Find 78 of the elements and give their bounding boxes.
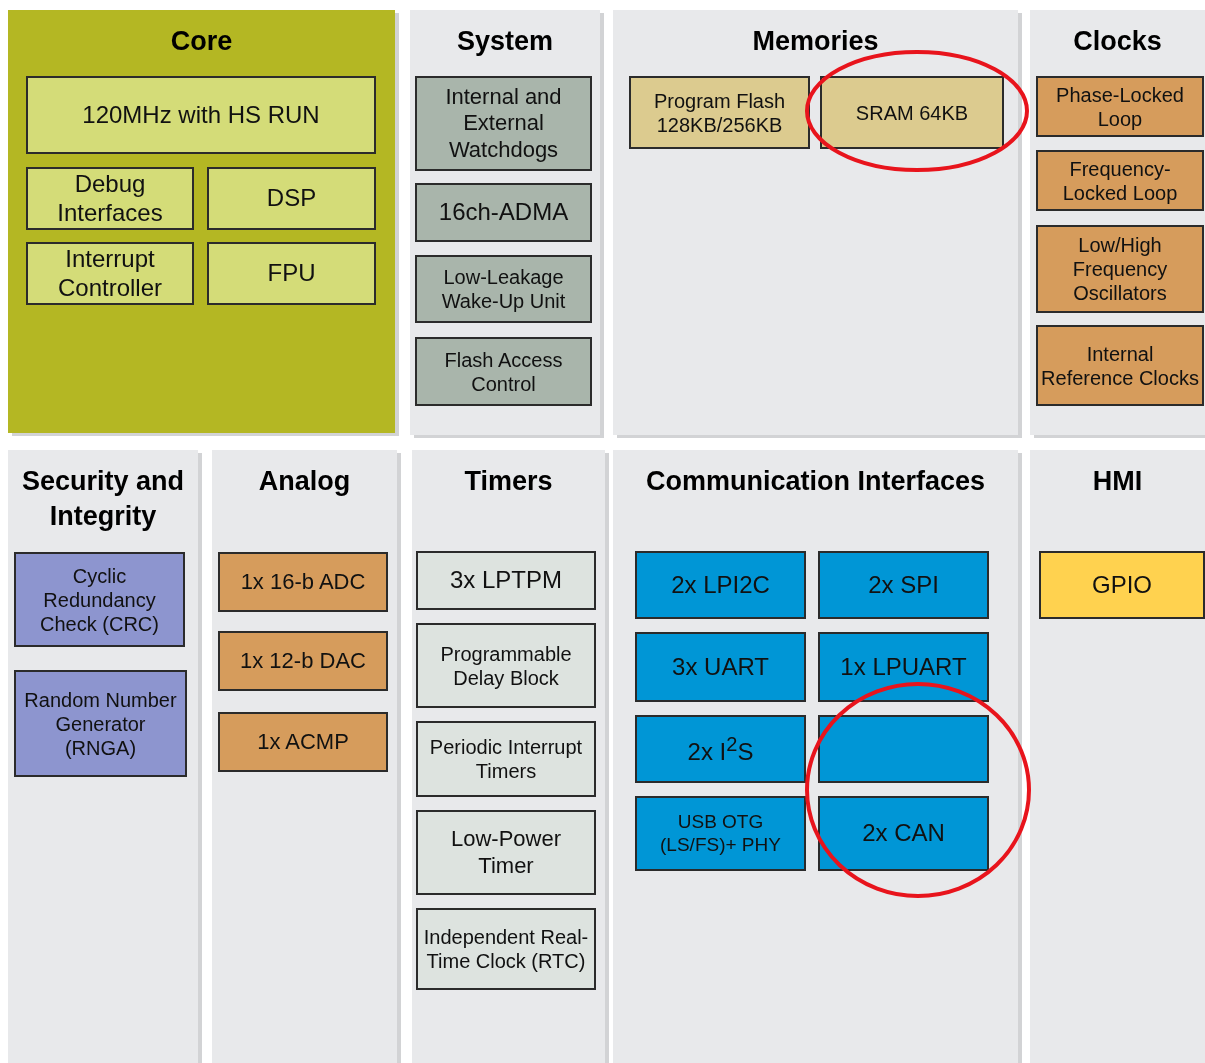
block-label: Low-Leakage Wake-Up Unit: [440, 265, 567, 313]
module-block: [26, 76, 376, 154]
module-block: [1036, 325, 1204, 406]
panel-title: Analog: [257, 465, 352, 498]
module-block: [1036, 150, 1204, 211]
module-block: [635, 796, 806, 871]
block-label: 2x LPI2C: [671, 570, 770, 600]
block-label: 2x CAN: [862, 819, 945, 848]
module-block: [207, 242, 376, 305]
module-block: [415, 255, 592, 323]
block-label: DSP: [266, 184, 317, 213]
module-block: [1036, 225, 1204, 313]
block-label: 3x UART: [672, 652, 769, 682]
block-label: 120MHz with HS RUN: [82, 100, 320, 130]
block-label: 1x LPUART: [840, 652, 967, 682]
block-label: Low-Power Timer: [449, 826, 562, 879]
block-label: Periodic Interrupt Timers: [428, 735, 584, 783]
module-block: [818, 632, 989, 702]
module-block: [218, 712, 388, 772]
block-label: Cyclic Redundancy Check (CRC): [39, 563, 160, 636]
module-block: [416, 908, 596, 990]
panel-title: Security and Integrity: [20, 465, 186, 534]
panel-title: Memories: [751, 25, 880, 58]
block-label: Interrupt Controller: [56, 244, 163, 303]
module-block: [818, 551, 989, 619]
module-block: [1036, 76, 1204, 137]
panel-title: Communication Interfaces: [644, 465, 987, 498]
module-block: [26, 167, 194, 230]
block-label: Debug Interfaces: [56, 169, 164, 228]
block-label: 1x ACMP: [257, 728, 349, 756]
group-panel: [1030, 450, 1205, 1063]
module-block: [1039, 551, 1205, 619]
block-label: 1x 12-b DAC: [240, 647, 366, 675]
block-label: 1x 16-b ADC: [240, 568, 366, 596]
block-label: 2x I$^{2}$S: [687, 731, 754, 767]
block-label: Independent Real-Time Clock (RTC): [422, 925, 590, 973]
module-block: [415, 183, 592, 242]
block-label: SRAM 64KB: [855, 100, 969, 125]
panel-title: Core: [169, 25, 234, 58]
module-block: [635, 715, 806, 783]
module-block: [416, 721, 596, 797]
panel-title: HMI: [1091, 465, 1144, 498]
block-label: Flash Access Control: [443, 347, 564, 396]
block-label: Low/High Frequency Oscillators: [1071, 233, 1169, 305]
module-block: [207, 167, 376, 230]
panel-title: Clocks: [1072, 25, 1163, 58]
block-label: 16ch-ADMA: [438, 198, 569, 227]
block-label: Random Number Generator (RNGA): [23, 687, 178, 760]
block-label: 2x SPI: [868, 570, 939, 600]
module-block: [14, 670, 187, 777]
block-label: GPIO: [1092, 570, 1152, 600]
module-block: [415, 76, 592, 171]
module-block: [635, 632, 806, 702]
block-label: Internal Reference Clocks: [1041, 341, 1199, 390]
panel-title: Timers: [463, 465, 554, 498]
block-label: Programmable Delay Block: [439, 641, 573, 690]
module-block: [820, 76, 1004, 149]
module-block: [218, 552, 388, 612]
module-block: [635, 551, 806, 619]
module-block: [14, 552, 185, 647]
module-block: [416, 810, 596, 895]
block-label: Phase-Locked Loop: [1055, 82, 1185, 131]
module-block: [416, 551, 596, 610]
empty-box: [818, 715, 989, 783]
group-panel: [1030, 10, 1205, 435]
block-label: 3x LPTPM: [450, 566, 562, 595]
module-block: [416, 623, 596, 708]
block-label: USB OTG (LS/FS)+ PHY: [659, 810, 782, 857]
module-block: [415, 337, 592, 406]
panel-title: System: [455, 25, 555, 58]
module-block: [26, 242, 194, 305]
module-block: [818, 796, 989, 871]
module-block: [218, 631, 388, 691]
module-block: [629, 76, 810, 149]
block-label: FPU: [267, 259, 316, 288]
block-label: Internal and External Watchdogs: [444, 83, 563, 164]
block-label: Frequency-Locked Loop: [1061, 156, 1179, 205]
block-label: Program Flash 128KB/256KB: [652, 88, 787, 137]
